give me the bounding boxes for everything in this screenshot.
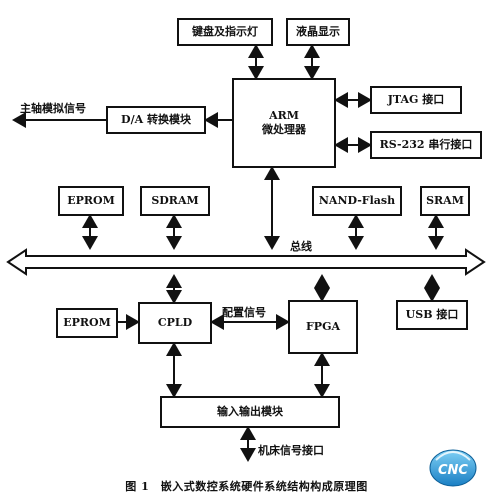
bus-label: 总线 [290,240,312,253]
arm-processor-block: ARM 微处理器 [232,78,336,168]
machine-interface-label: 机床信号接口 [258,444,324,457]
eprom-bottom-block: EPROM [56,308,118,338]
cnc-logo-icon: CNC [429,449,477,487]
keyboard-led-block: 键盘及指示灯 [177,18,273,46]
sram-block: SRAM [420,186,470,216]
arm-label-line2: 微处理器 [262,123,306,136]
sdram-block: SDRAM [140,186,210,216]
system-bus-arrow [6,248,486,276]
usb-interface-block: USB 接口 [396,300,468,330]
eprom-top-block: EPROM [58,186,124,216]
nand-flash-block: NAND-Flash [312,186,402,216]
spindle-signal-label: 主轴模拟信号 [20,102,86,115]
svg-text:CNC: CNC [438,463,468,478]
figure-caption: 图 1 嵌入式数控系统硬件系统结构构成原理图 [125,480,368,493]
lcd-display-block: 液晶显示 [286,18,350,46]
fpga-block: FPGA [288,300,358,354]
da-converter-block: D/A 转换模块 [106,106,206,134]
io-module-block: 输入输出模块 [160,396,340,428]
arm-label-line1: ARM [269,109,299,123]
cpld-block: CPLD [138,302,212,344]
rs232-interface-block: RS-232 串行接口 [370,131,482,159]
jtag-interface-block: JTAG 接口 [370,86,462,114]
config-signal-label: 配置信号 [222,306,266,319]
